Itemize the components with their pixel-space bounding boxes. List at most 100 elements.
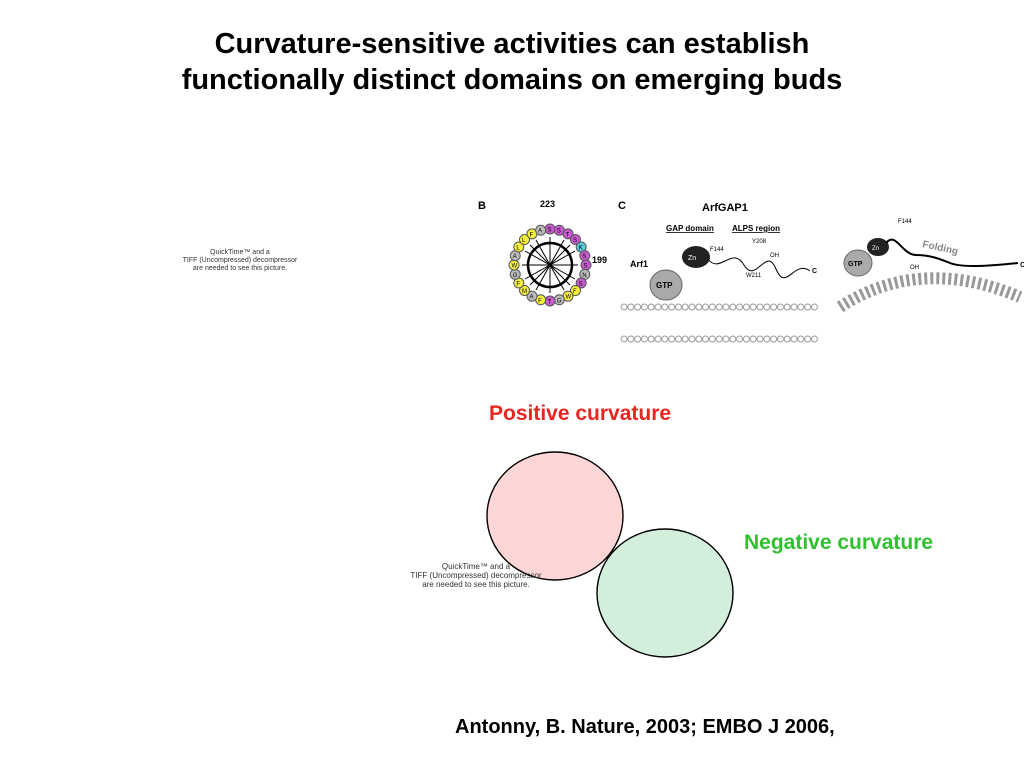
w211-label: W211	[746, 273, 762, 279]
helix-residue	[526, 290, 538, 302]
positive-curvature-label: Positive curvature	[489, 402, 672, 425]
lipid-head	[654, 335, 662, 343]
curved-membrane-bilayer	[836, 272, 1023, 313]
helix-residue	[519, 234, 531, 246]
arfgap1-title: ArfGAP1	[702, 202, 748, 214]
helix-residue-letter: S	[573, 238, 577, 244]
lipid-head	[668, 335, 676, 343]
lipid-head	[742, 335, 750, 343]
lipid-head	[681, 335, 689, 343]
helix-residue-letter: W	[512, 264, 518, 270]
quicktime-line-3: are needed to see this picture.	[192, 265, 288, 272]
helix-residue-letter: K	[579, 246, 583, 252]
helix-residue-letter: S	[548, 228, 552, 234]
lipid-head	[688, 335, 696, 343]
lipid-head	[668, 303, 676, 311]
lipid-head	[634, 335, 642, 343]
lipid-head	[634, 303, 642, 311]
slide-title-line-2: functionally distinct domains on emergin…	[181, 64, 843, 96]
helix-residue	[569, 234, 581, 246]
negative-curvature-circle	[596, 528, 734, 658]
helix-residue-letter: A	[530, 295, 534, 301]
lipid-head	[640, 335, 648, 343]
lipid-head	[776, 335, 784, 343]
quicktime-line-2-bottom: TIFF (Uncompressed) decompressor	[410, 571, 542, 580]
lipid-head	[654, 303, 662, 311]
lipid-head	[790, 335, 798, 343]
lipid-head	[756, 335, 764, 343]
citation: Antonny, B. Nature, 2003; EMBO J 2006,	[455, 716, 835, 738]
lipid-head	[763, 335, 771, 343]
c-term-left: C	[812, 268, 817, 275]
curved-membrane	[836, 272, 1023, 313]
gtp-label-right: GTP	[848, 261, 863, 268]
lipid-head	[810, 303, 818, 311]
lipid-head	[736, 335, 744, 343]
lipid-head	[797, 335, 805, 343]
lipid-head	[749, 335, 757, 343]
panel-c-label: C	[618, 200, 626, 212]
lipid-head	[742, 303, 750, 311]
helix-residue-letter: N	[582, 273, 586, 279]
lipid-head	[702, 335, 710, 343]
lipid-head	[770, 303, 778, 311]
lipid-head	[695, 335, 703, 343]
helix-residue-letter: T	[548, 300, 552, 306]
c-term-right: C	[1020, 262, 1024, 269]
lipid-head	[729, 303, 737, 311]
lipid-head	[715, 335, 723, 343]
f144-label-right: F144	[898, 219, 912, 225]
gap-domain-label: GAP domain	[666, 224, 714, 233]
helix-side-number: 199	[592, 255, 607, 265]
helix-residue-letter: W	[566, 295, 572, 301]
oh-label-right: OH	[910, 265, 919, 271]
helix-residue-letter: S	[557, 229, 561, 235]
slide-title: Curvature-sensitive activities can estab…	[0, 26, 1024, 98]
lipid-head	[627, 335, 635, 343]
alps-chain-flat	[707, 257, 811, 279]
arf1-label: Arf1	[630, 259, 648, 269]
helix-residue-letter: L	[522, 238, 526, 244]
lipid-head	[722, 335, 730, 343]
lipid-head	[708, 303, 716, 311]
lipid-head	[783, 335, 791, 343]
helix-residue-letter: S	[584, 264, 588, 270]
lipid-head	[661, 303, 669, 311]
flat-membrane-bilayer	[620, 305, 818, 341]
gap-zn-domain	[682, 246, 710, 268]
lipid-head	[688, 303, 696, 311]
lipid-head	[702, 303, 710, 311]
positive-curvature-circle	[486, 451, 624, 581]
lipid-head	[708, 335, 716, 343]
oh-label-left: OH	[770, 253, 779, 259]
helix-residue-letter: F	[516, 282, 520, 288]
lipid-head	[695, 303, 703, 311]
lipid-head	[804, 335, 812, 343]
quicktime-line-1-bottom: QuickTime™ and a	[441, 562, 511, 571]
helix-residue-letter: F	[538, 298, 542, 304]
lipid-head	[810, 335, 818, 343]
helix-residue-letter: G	[557, 298, 562, 304]
lipid-head	[790, 303, 798, 311]
lipid-head	[620, 303, 628, 311]
lipid-head	[674, 303, 682, 311]
helix-residue-letter: S	[579, 282, 583, 288]
quicktime-placeholder-bottom: QuickTime™ and a TIFF (Uncompressed) dec…	[401, 562, 551, 589]
zn-label-left: Zn	[688, 255, 696, 262]
helix-residue	[513, 241, 525, 253]
y208-label: Y208	[752, 239, 767, 245]
zn-label-right: Zn	[872, 246, 879, 252]
helix-residue-letter: F	[573, 289, 577, 295]
quicktime-line-2: TIFF (Uncompressed) decompressor	[182, 257, 298, 264]
gtp-label-left: GTP	[656, 281, 673, 290]
lipid-head	[620, 335, 628, 343]
helix-residue	[519, 284, 531, 296]
lipid-head	[715, 303, 723, 311]
panel-b-label: B	[478, 200, 486, 212]
quicktime-line-3-bottom: are needed to see this picture.	[422, 580, 530, 589]
helix-residue-letter: A	[538, 229, 542, 235]
